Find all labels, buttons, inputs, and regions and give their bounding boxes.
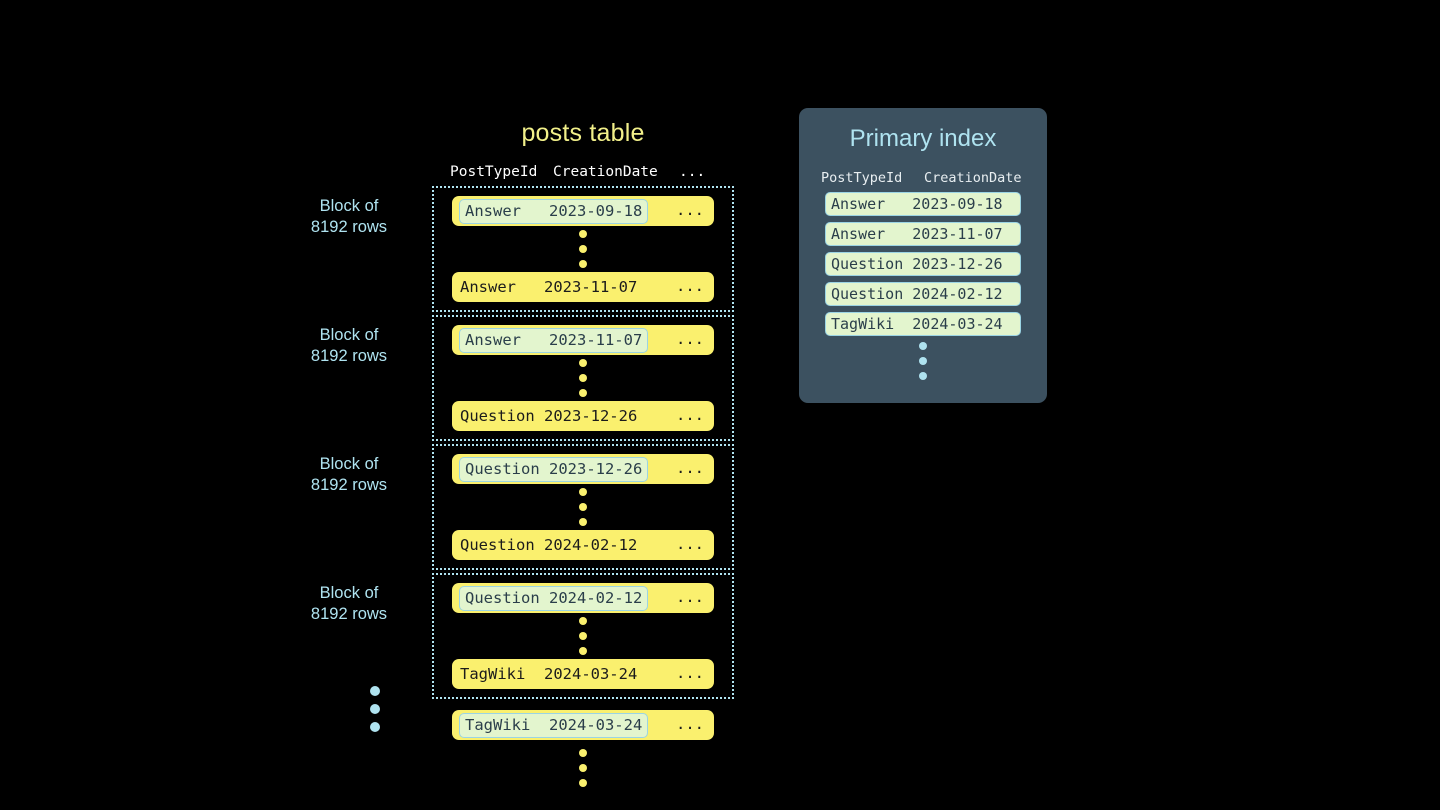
row-more: ... (676, 406, 704, 424)
posts-table-title: posts table (521, 119, 645, 147)
row-cells: TagWiki 2024-03-24 (460, 665, 638, 683)
row-cells: Question 2023-12-26 (460, 407, 638, 425)
primary-index-panel: Primary index PostTypeId CreationDate An… (799, 108, 1047, 403)
column-header-creationdate: CreationDate (924, 170, 1022, 186)
primary-index-title: Primary index (849, 125, 997, 152)
row-more: ... (676, 459, 704, 477)
column-header-creationdate: CreationDate (553, 164, 658, 180)
index-row: Question 2024-02-12 (825, 282, 1021, 306)
row-more: ... (676, 201, 704, 219)
table-row: Question 2023-12-26 ... (452, 454, 714, 484)
trailing-row-wrapper: TagWiki 2024-03-24 ... (432, 710, 734, 791)
table-row: Answer 2023-11-07 ... (452, 272, 714, 302)
index-ellipsis-icon (799, 342, 1047, 380)
row-cells: Question 2024-02-12 (460, 536, 638, 554)
row-more: ... (676, 535, 704, 553)
block-4: Block of 8192 rows Question 2024-02-12 .… (311, 573, 734, 699)
column-header-posttypeid: PostTypeId (450, 164, 538, 180)
primary-index-rows: Answer 2023-09-18 Answer 2023-11-07 Ques… (799, 192, 1047, 336)
block-3-label: Block of 8192 rows (310, 455, 388, 494)
row-ellipsis-icon (434, 613, 732, 659)
table-row: Answer 2023-09-18 ... (452, 196, 714, 226)
index-row: Question 2023-12-26 (825, 252, 1021, 276)
block-1-label: Block of 8192 rows (310, 197, 388, 236)
index-row: TagWiki 2024-03-24 (825, 312, 1021, 336)
table-row: TagWiki 2024-03-24 ... (452, 710, 714, 740)
row-more: ... (676, 277, 704, 295)
table-row: Question 2024-02-12 ... (452, 530, 714, 560)
row-cells: Question 2024-02-12 (459, 586, 649, 611)
row-ellipsis-icon (434, 355, 732, 401)
table-row: Question 2024-02-12 ... (452, 583, 714, 613)
posts-table-column-headers: PostTypeId CreationDate ... (432, 164, 734, 186)
row-cells: TagWiki 2024-03-24 (459, 713, 649, 738)
primary-index-column-headers: PostTypeId CreationDate (799, 170, 1047, 192)
blocks-ellipsis-icon (370, 686, 380, 732)
table-row: Answer 2023-11-07 ... (452, 325, 714, 355)
block-4-label: Block of 8192 rows (310, 584, 388, 623)
index-row: Answer 2023-09-18 (825, 192, 1021, 216)
table-ellipsis-icon (432, 745, 734, 791)
table-row: Question 2023-12-26 ... (452, 401, 714, 431)
block-group: Block of 8192 rows Answer 2023-09-18 ...… (311, 186, 734, 699)
column-header-more: ... (679, 164, 706, 180)
row-more: ... (676, 330, 704, 348)
row-cells: Answer 2023-09-18 (459, 199, 649, 224)
row-more: ... (676, 588, 704, 606)
column-header-posttypeid: PostTypeId (821, 170, 903, 186)
row-more: ... (676, 715, 704, 733)
index-row: Answer 2023-11-07 (825, 222, 1021, 246)
posts-table-section: posts table PostTypeId CreationDate ... … (311, 118, 734, 791)
row-more: ... (676, 664, 704, 682)
block-2-label: Block of 8192 rows (310, 326, 388, 365)
table-row: TagWiki 2024-03-24 ... (452, 659, 714, 689)
block-3: Block of 8192 rows Question 2023-12-26 .… (311, 444, 734, 570)
row-cells: Question 2023-12-26 (459, 457, 649, 482)
row-ellipsis-icon (434, 484, 732, 530)
row-cells: Answer 2023-11-07 (460, 278, 638, 296)
block-1: Block of 8192 rows Answer 2023-09-18 ...… (311, 186, 734, 312)
row-ellipsis-icon (434, 226, 732, 272)
block-2: Block of 8192 rows Answer 2023-11-07 ...… (311, 315, 734, 441)
row-cells: Answer 2023-11-07 (459, 328, 649, 353)
